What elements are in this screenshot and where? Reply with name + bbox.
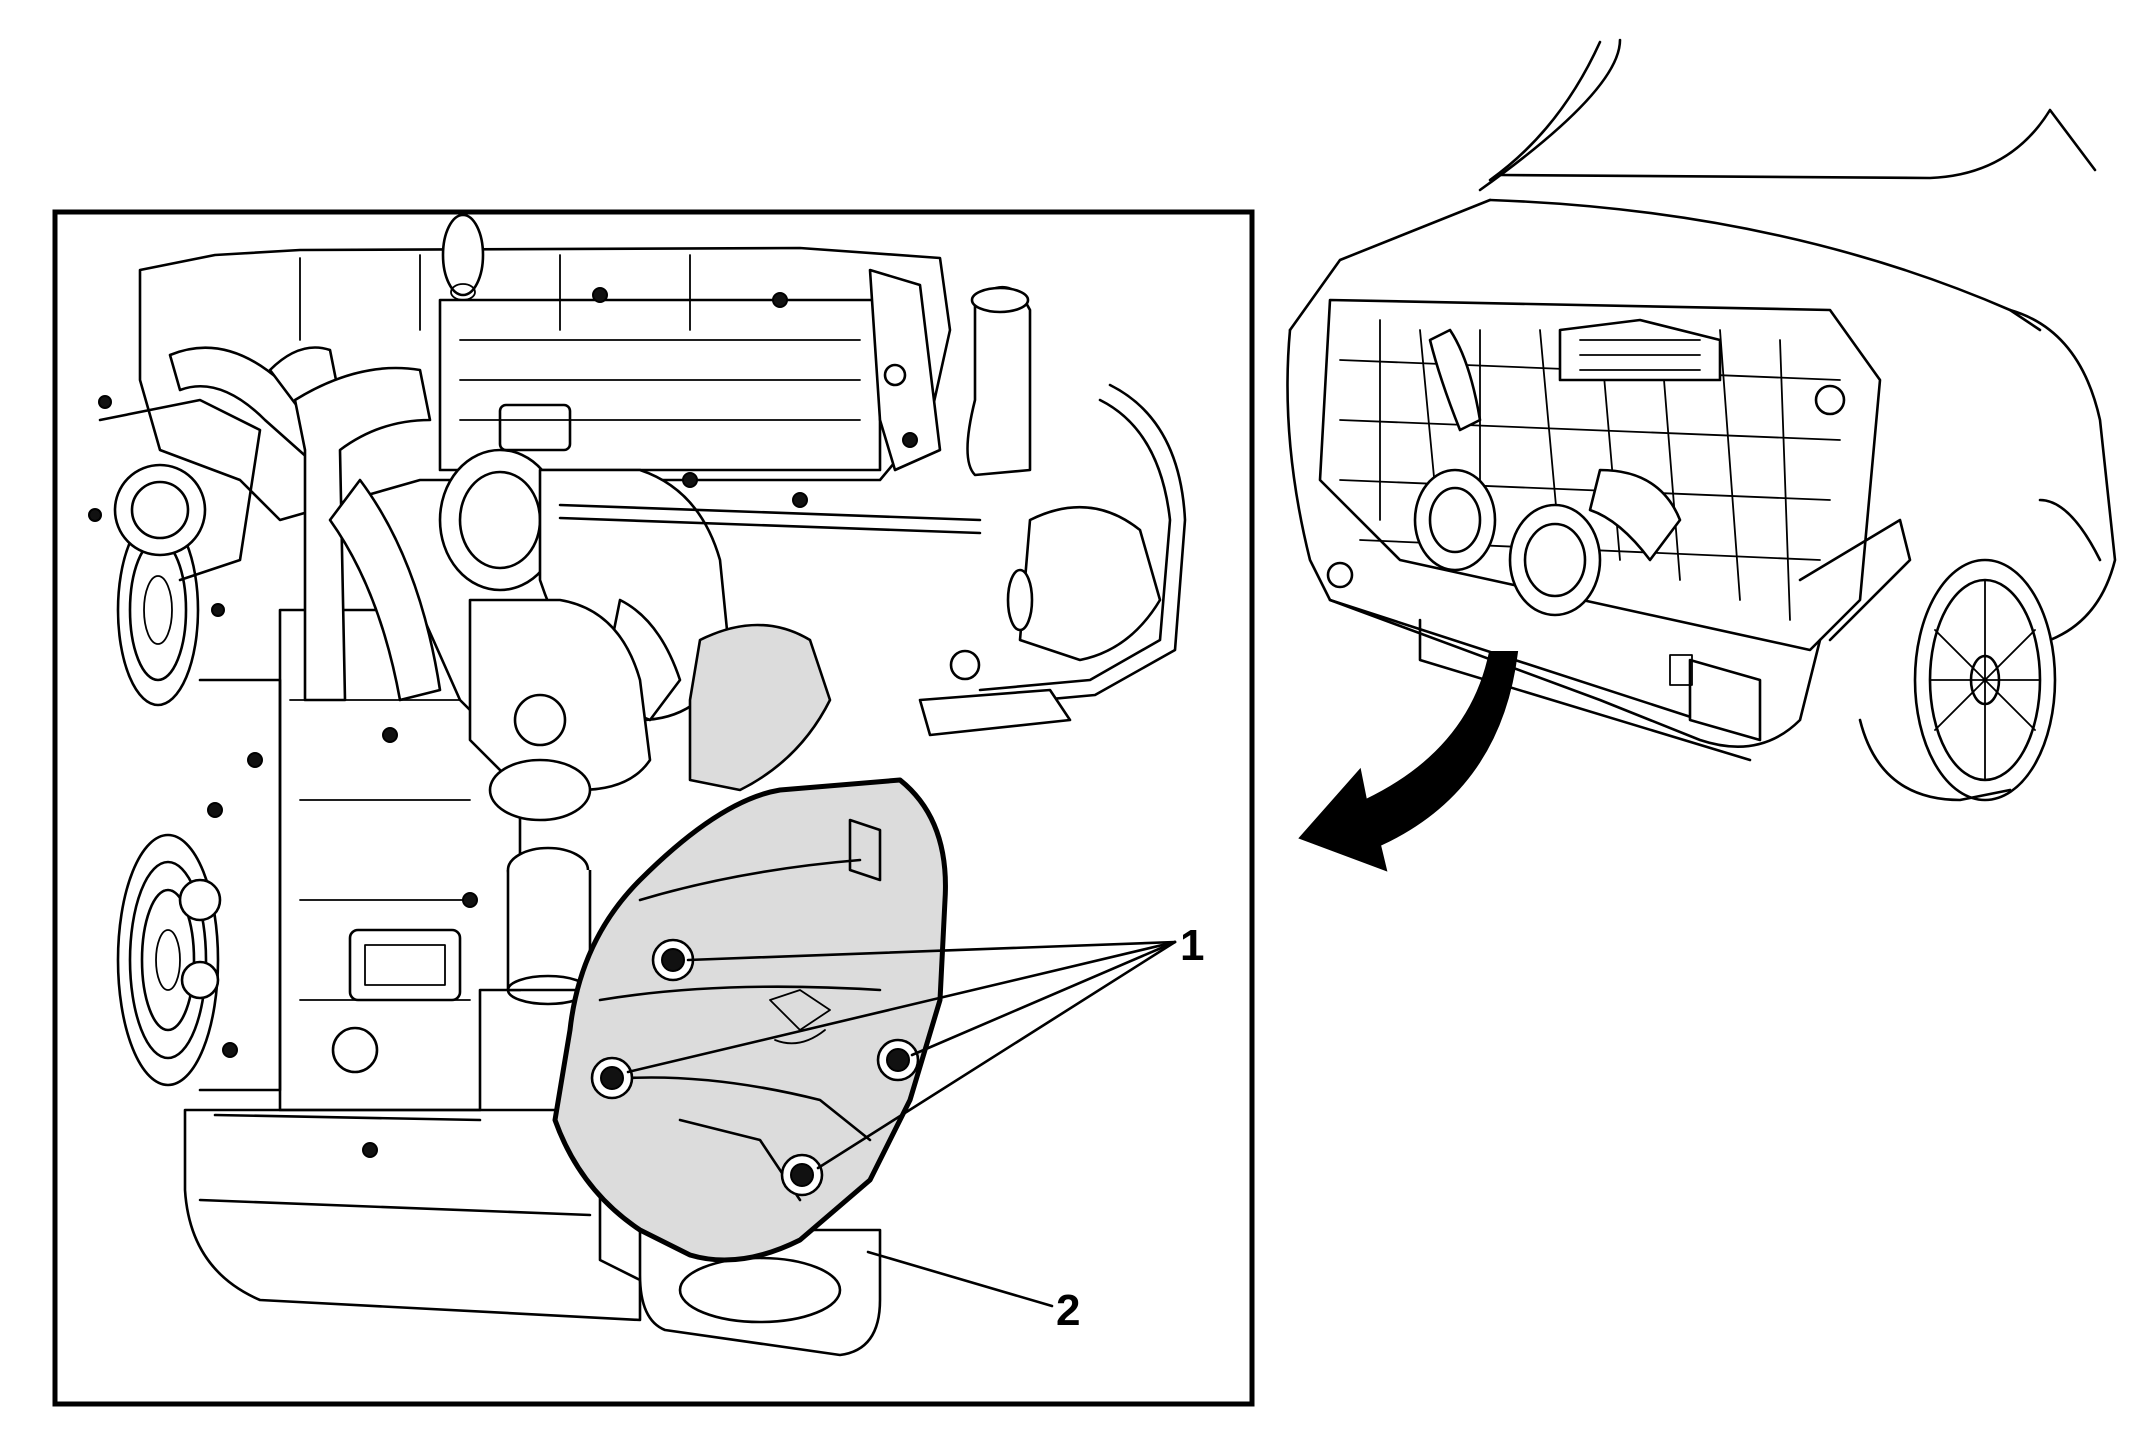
heat-shield-bolt [590, 1056, 634, 1100]
callout-leaders [626, 940, 1177, 1308]
leader-line-1d [816, 940, 1177, 1170]
vehicle-overview [1286, 38, 2117, 802]
view-direction-arrow [1298, 651, 1519, 872]
engine-assembly [88, 213, 1187, 1322]
leader-line-1a [686, 940, 1177, 962]
callout-label-2: 2 [1056, 1286, 1080, 1335]
exhaust-manifold-heat-shield [552, 777, 948, 1357]
heat-shield-bolt [780, 1153, 824, 1197]
heat-shield-bolt [876, 1038, 920, 1082]
heat-shield-bolt [651, 938, 695, 982]
callout-label-1: 1 [1180, 921, 1204, 970]
leader-line-2 [866, 1250, 1054, 1308]
leader-line-1b [626, 940, 1177, 1074]
leader-line-1c [910, 940, 1177, 1057]
